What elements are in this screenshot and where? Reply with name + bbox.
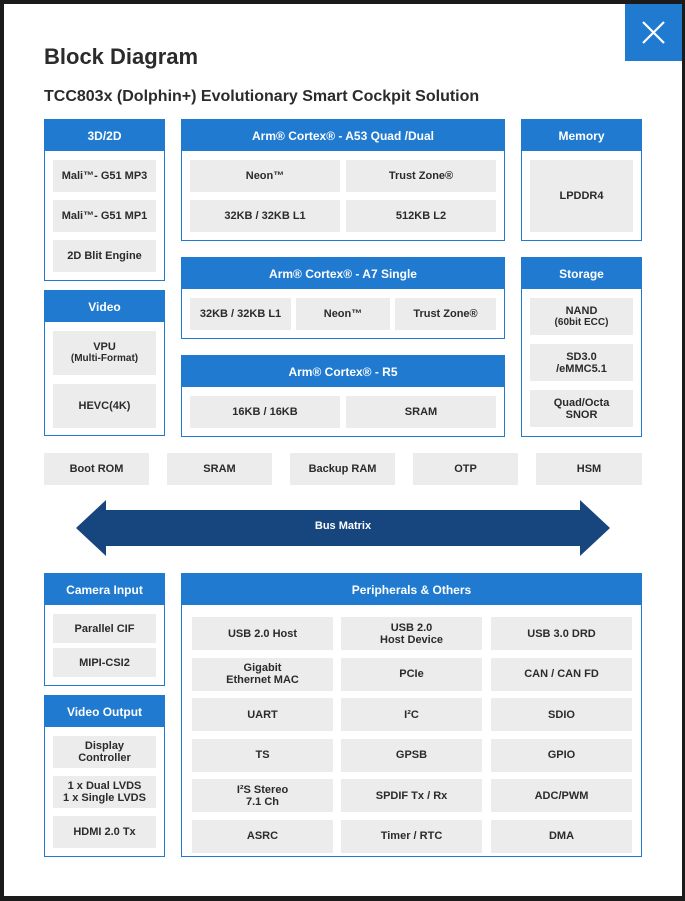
bus-matrix-arrow (76, 500, 610, 556)
camera-input-title: Camera Input (45, 574, 164, 605)
gpu-mp3-cell: Mali™- G51 MP3 (53, 160, 156, 192)
peripheral-cell-0: USB 2.0 Host (192, 617, 333, 650)
a53-neon-cell: Neon™ (190, 160, 340, 192)
r5-cache-cell: 16KB / 16KB (190, 396, 340, 428)
a53-l1-cell: 32KB / 32KB L1 (190, 200, 340, 232)
display-controller-cell: Display Controller (53, 736, 156, 768)
vpu-cell: VPU (Multi-Format) (53, 331, 156, 375)
memory-block-title: Memory (522, 120, 641, 151)
video-output-title: Video Output (45, 696, 164, 727)
nand-label: NAND (565, 304, 598, 317)
a53-trustzone-cell: Trust Zone® (346, 160, 496, 192)
lvds-cell: 1 x Dual LVDS 1 x Single LVDS (53, 776, 156, 808)
storage-block-title: Storage (522, 258, 641, 289)
peripheral-cell-6: UART (192, 698, 333, 731)
nand-ecc-label: (60bit ECC) (554, 316, 609, 328)
hevc-cell: HEVC(4K) (53, 384, 156, 428)
snor-cell: Quad/Octa SNOR (530, 390, 633, 427)
gpu-block: 3D/2D Mali™- G51 MP3 Mali™- G51 MP1 2D B… (44, 119, 165, 281)
hdmi-cell: HDMI 2.0 Tx (53, 816, 156, 848)
storage-block: Storage NAND (60bit ECC) SD3.0 /eMMC5.1 … (521, 257, 642, 437)
close-icon (642, 21, 665, 44)
bus-matrix-label: Bus Matrix (314, 520, 372, 532)
cortex-a53-title: Arm® Cortex® - A53 Quad /Dual (182, 120, 504, 151)
nand-cell: NAND (60bit ECC) (530, 298, 633, 335)
cortex-a7-title: Arm® Cortex® - A7 Single (182, 258, 504, 289)
boot-rom-cell: Boot ROM (44, 453, 149, 485)
gpu-block-title: 3D/2D (45, 120, 164, 151)
peripheral-cell-7: I²C (341, 698, 482, 731)
a7-neon-cell: Neon™ (296, 298, 390, 330)
peripheral-cell-2: USB 3.0 DRD (491, 617, 632, 650)
memory-block: Memory LPDDR4 (521, 119, 642, 241)
video-block-title: Video (45, 291, 164, 322)
vpu-label: VPU (93, 341, 116, 353)
peripheral-cell-11: GPIO (491, 738, 632, 772)
mipi-csi2-cell: MIPI-CSI2 (53, 648, 156, 677)
peripheral-cell-3: Gigabit Ethernet MAC (192, 657, 333, 691)
sd-emmc-cell: SD3.0 /eMMC5.1 (530, 344, 633, 381)
r5-sram-cell: SRAM (346, 396, 496, 428)
cortex-r5-block: Arm® Cortex® - R5 16KB / 16KB SRAM (181, 355, 505, 437)
a7-trustzone-cell: Trust Zone® (395, 298, 496, 330)
peripheral-cell-5: CAN / CAN FD (491, 657, 632, 691)
peripheral-cell-16: Timer / RTC (341, 819, 482, 853)
cortex-r5-title: Arm® Cortex® - R5 (182, 356, 504, 387)
a7-l1-cell: 32KB / 32KB L1 (190, 298, 291, 330)
vpu-format-label: (Multi-Format) (70, 353, 139, 364)
peripheral-cell-17: DMA (491, 819, 632, 853)
peripheral-cell-8: SDIO (491, 698, 632, 731)
gpu-mp1-cell: Mali™- G51 MP1 (53, 200, 156, 232)
cortex-a53-block: Arm® Cortex® - A53 Quad /Dual Neon™ Trus… (181, 119, 505, 241)
peripheral-cell-10: GPSB (341, 738, 482, 772)
peripheral-cell-1: USB 2.0 Host Device (341, 617, 482, 650)
block-diagram-modal: Block Diagram TCC803x (Dolphin+) Evoluti… (4, 4, 682, 896)
peripheral-cell-15: ASRC (192, 819, 333, 853)
video-block: Video VPU (Multi-Format) HEVC(4K) (44, 290, 165, 436)
page-title: Block Diagram (44, 44, 199, 69)
hsm-cell: HSM (536, 453, 642, 485)
blit-engine-cell: 2D Blit Engine (53, 240, 156, 272)
otp-cell: OTP (413, 453, 518, 485)
peripheral-cell-9: TS (192, 738, 333, 772)
video-output-block: Video Output Display Controller 1 x Dual… (44, 695, 165, 857)
lpddr4-cell: LPDDR4 (530, 160, 633, 232)
backup-ram-cell: Backup RAM (290, 453, 395, 485)
peripheral-cell-4: PCIe (341, 657, 482, 691)
close-button[interactable] (625, 4, 682, 61)
parallel-cif-cell: Parallel CIF (53, 614, 156, 643)
camera-input-block: Camera Input Parallel CIF MIPI-CSI2 (44, 573, 165, 686)
sram-cell: SRAM (167, 453, 272, 485)
peripheral-cell-14: ADC/PWM (491, 779, 632, 812)
cortex-a7-block: Arm® Cortex® - A7 Single 32KB / 32KB L1 … (181, 257, 505, 339)
peripherals-title: Peripherals & Others (182, 574, 641, 605)
page-subtitle: TCC803x (Dolphin+) Evolutionary Smart Co… (44, 88, 480, 105)
a53-l2-cell: 512KB L2 (346, 200, 496, 232)
peripheral-cell-12: I²S Stereo 7.1 Ch (192, 779, 333, 812)
peripheral-cell-13: SPDIF Tx / Rx (341, 779, 482, 812)
